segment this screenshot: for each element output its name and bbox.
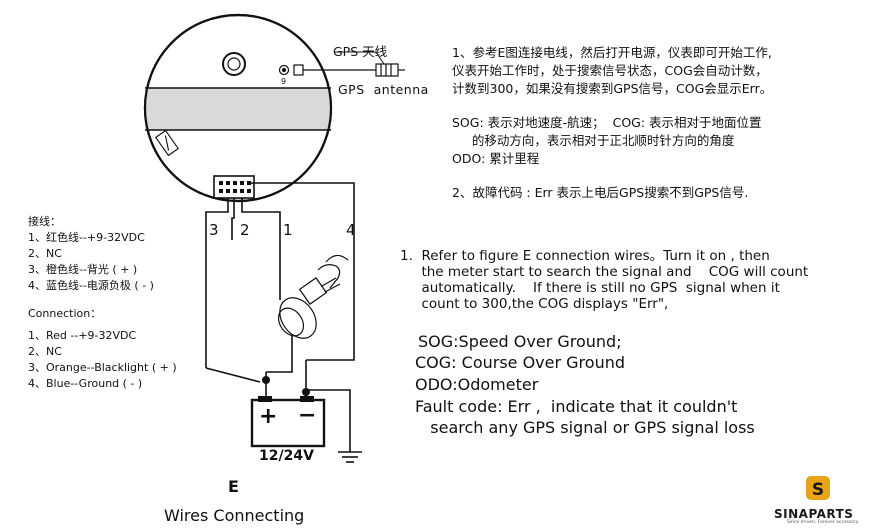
brand-tagline: Since driven. Forever accessory [787,520,859,525]
gps-socket-icon [278,64,290,76]
wire-number-1: 1 [283,221,293,239]
wiring-cn-item: 1、红色线--+9-32VDC [28,231,145,244]
wiring-en-title: Connection： [28,307,102,320]
wire-number-2: 2 [240,221,250,239]
cable-gland-icon [155,129,179,157]
cn-note-line: 2、故障代码 : Err 表示上电后GPS搜索不到GPS信号. [452,185,749,200]
wire-number-3: 3 [209,221,219,239]
en-note-line: 1. Refer to figure E connection wires。Tu… [400,248,770,264]
wiring-cn-title: 接线： [28,215,61,228]
wiring-en-item: 3、Orange--Blacklight ( + ) [28,361,177,374]
figure-letter: E [228,477,239,496]
glossary-line: COG: Course Over Ground [415,353,626,372]
figure-caption: Wires Connecting [164,506,305,525]
en-note-line: the meter start to search the signal and… [400,264,809,280]
mounting-hole-icon [222,52,246,76]
gauge-back [143,13,333,203]
wiring-cn-item: 4、蓝色线--电源负极 ( - ) [28,279,154,292]
wiring-cn-item: 3、橙色线--背光 ( + ) [28,263,138,276]
cn-note-line: 仪表开始工作时，处于搜索信号状态，COG会自动计数， [452,63,768,78]
wiring-en-item: 1、Red --+9-32VDC [28,329,137,342]
junction-dot-icon [262,376,310,396]
gps-label-en: GPS antenna [338,82,429,97]
cn-note-line: 的移动方向，表示相对于正北顺时针方向的角度 [452,133,735,148]
gps-label-cn: GPS 天线 [333,44,388,59]
gps-pin-number: 9 [281,77,287,86]
battery-icon [250,396,326,448]
gps-antenna-connector [293,51,405,77]
cn-note-line: 计数到300，如果没有搜索到GPS信号，COG会显示Err。 [452,81,773,96]
wiring-en-item: 4、Blue--Ground ( - ) [28,377,143,390]
battery-minus: − [298,403,317,428]
wiring-en-item: 2、NC [28,345,62,358]
wire-number-4: 4 [346,221,356,239]
cn-note-line: SOG: 表示对地速度-航速； COG: 表示相对于地面位置 [452,115,762,130]
glossary-line: ODO:Odometer [415,375,539,394]
gauge-connector-icon [213,175,255,199]
glossary-line: SOG:Speed Over Ground; [418,332,622,351]
en-note-line: count to 300,the COG displays "Err", [400,296,669,312]
glossary-line: Fault code: Err , indicate that it could… [415,397,738,416]
brand-logo-icon: S [806,476,830,500]
cn-note-line: ODO: 累计里程 [452,151,540,166]
ignition-switch-icon [277,254,349,339]
glossary-line: search any GPS signal or GPS signal loss [415,418,755,437]
ground-symbol-icon [338,451,362,463]
brand-name: SINAPARTS [774,507,854,521]
svg-text:S: S [812,480,824,500]
battery-voltage: 12/24V [259,448,314,464]
wiring-cn-item: 2、NC [28,247,62,260]
battery-plus: + [259,404,278,429]
cn-note-line: 1、参考E图连接电线，然后打开电源，仪表即可开始工作, [452,45,772,60]
en-note-line: automatically. If there is still no GPS … [400,280,780,296]
